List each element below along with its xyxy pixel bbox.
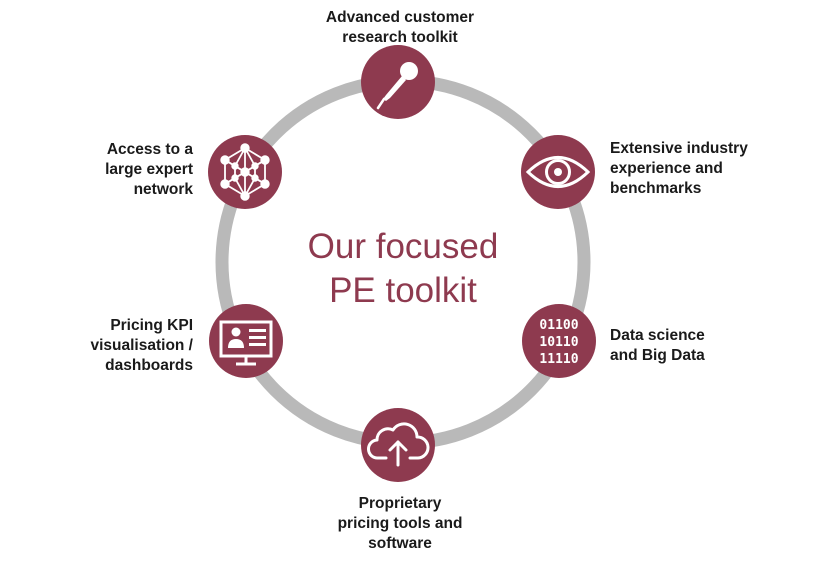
node-research — [361, 45, 435, 119]
eye-icon — [525, 156, 591, 188]
node-expert-network — [208, 135, 282, 209]
label-experience: Extensive industry experience and benchm… — [610, 139, 830, 199]
node-pricing-tools — [361, 408, 435, 482]
binary-digits-icon: 01100 10110 11110 — [539, 318, 578, 367]
label-kpi: Pricing KPI visualisation / dashboards — [40, 316, 193, 376]
binary-row-1: 01100 — [539, 318, 578, 333]
label-expert-network: Access to a large expert network — [40, 140, 193, 200]
microphone-icon — [376, 62, 418, 110]
node-data-science: 01100 10110 11110 — [522, 304, 596, 378]
label-line: Extensive industry — [610, 140, 748, 157]
label-line: and Big Data — [610, 347, 705, 364]
center-title-line-1: Our focused — [307, 227, 499, 266]
label-line: Pricing KPI — [110, 317, 193, 334]
node-data-science-circle — [522, 304, 596, 378]
label-line: Access to a — [106, 141, 193, 158]
node-kpi — [209, 304, 283, 378]
label-pricing-tools: Proprietary pricing tools and software — [300, 494, 500, 554]
label-line: research toolkit — [342, 29, 458, 46]
cloud-upload-icon — [367, 422, 430, 467]
label-line: network — [133, 181, 193, 198]
label-line: visualisation / — [90, 337, 193, 354]
label-data-science: Data science and Big Data — [610, 326, 810, 366]
label-research: Advanced customer research toolkit — [300, 8, 500, 48]
binary-row-2: 10110 — [539, 335, 578, 350]
label-line: Data science — [610, 327, 705, 344]
center-title: Our focused PE toolkit — [248, 225, 558, 313]
label-line: Proprietary — [358, 495, 442, 512]
label-line: pricing tools and — [337, 515, 463, 532]
dashboard-monitor-icon — [219, 320, 273, 366]
label-line: benchmarks — [610, 180, 702, 197]
center-title-line-2: PE toolkit — [329, 271, 477, 310]
network-icon — [220, 143, 270, 201]
label-line: experience and — [610, 160, 723, 177]
label-line: Advanced customer — [325, 9, 475, 26]
label-line: software — [368, 535, 432, 552]
binary-row-3: 11110 — [539, 352, 578, 367]
label-line: large expert — [105, 161, 193, 178]
node-experience — [521, 135, 595, 209]
label-line: dashboards — [105, 357, 193, 374]
